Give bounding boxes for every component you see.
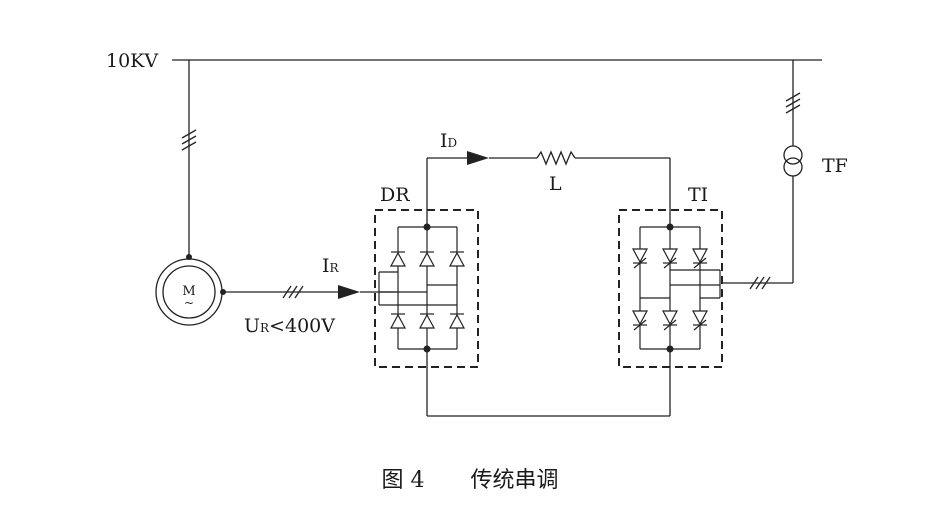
rectifier-label: DR [380, 184, 410, 206]
figure-caption: 图 4 传统串调 [0, 462, 940, 494]
rotor-voltage-label: UR<400V [244, 315, 335, 337]
inverter-top-dot [666, 223, 674, 231]
figure-title: 传统串调 [470, 468, 559, 493]
rotor-line [223, 285, 396, 299]
motor-feeder [181, 60, 197, 257]
bus-voltage-label: 10KV [106, 50, 158, 72]
motor-symbol: M ~ [155, 258, 223, 326]
rectifier-diodes [389, 251, 466, 329]
rotor-current-arrow [338, 285, 360, 299]
motor-label: M [182, 284, 195, 299]
dc-link-top [426, 150, 671, 227]
rectifier-bridge [378, 226, 458, 350]
dc-current-arrow [467, 151, 489, 165]
transformer-feeder [722, 60, 801, 290]
transformer-label: TF [822, 155, 848, 177]
figure-number: 图 4 [381, 468, 425, 493]
inverter-bottom-dot [666, 345, 674, 353]
inverter-bridge [639, 226, 721, 350]
motor-ac-symbol: ~ [184, 296, 194, 310]
inverter-thyristors [631, 248, 709, 331]
inductor-label: L [549, 173, 562, 195]
dc-current-label: ID [440, 130, 457, 152]
inverter-label: TI [688, 184, 708, 206]
transformer-symbol [783, 145, 803, 177]
dc-link-bottom [426, 349, 671, 417]
rotor-current-label: IR [322, 255, 340, 277]
